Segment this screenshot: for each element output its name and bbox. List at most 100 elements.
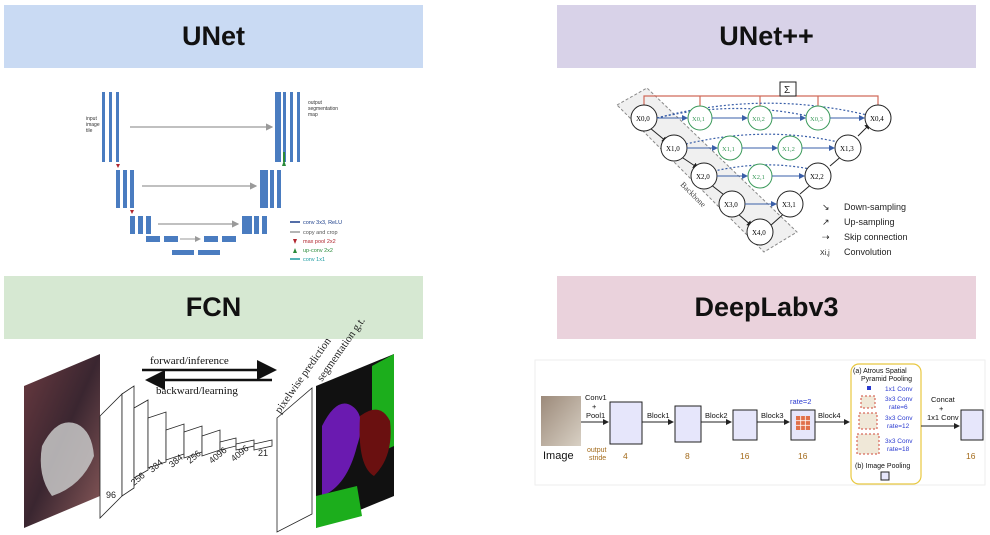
unet-block (260, 170, 268, 208)
deeplab-header: DeepLabv3 (557, 276, 976, 339)
svg-text:segmentation: segmentation (308, 106, 338, 112)
deeplab-aspp-rate6-icon (860, 395, 876, 409)
unetpp-legend: ↘ Down-sampling ↗ Up-sampling ⇢ Skip con… (820, 202, 908, 257)
deeplab-image-label: Image (543, 450, 574, 462)
svg-text:tile: tile (86, 128, 93, 134)
deeplab-aspp-1x1-icon (867, 386, 871, 390)
deeplab-aspp-item-3: 3x3 Conv (885, 415, 913, 422)
deeplab-diagram: Image Conv1 + Pool1 output stride 4 Bloc… (534, 359, 986, 486)
svg-text:⇢: ⇢ (822, 232, 830, 242)
svg-text:↘: ↘ (822, 202, 830, 212)
deeplab-output-stride-label: output (587, 447, 607, 454)
deeplab-rate-label: rate=2 (790, 397, 811, 406)
unetpp-node: X3,1 (776, 190, 804, 218)
deeplab-concat-plus: + (939, 404, 944, 413)
unetpp-forward-arrows (657, 115, 865, 207)
deeplab-pool1-label: Pool1 (586, 411, 605, 420)
unetpp-nested-node: X0,3 (805, 105, 831, 131)
svg-text:Xi,j: Xi,j (820, 250, 830, 257)
unetpp-node: X1,0 (660, 134, 688, 162)
unet-block (116, 92, 119, 162)
deeplab-image-pooling-icon (880, 471, 890, 481)
fcn-input-cat (40, 422, 94, 496)
svg-text:conv 1x1: conv 1x1 (303, 257, 325, 263)
deeplab-feature-box (732, 409, 758, 441)
unet-input-label: input image tile (86, 116, 100, 134)
svg-text:X0,4: X0,4 (870, 115, 884, 123)
svg-text:Up-sampling: Up-sampling (844, 217, 895, 227)
deeplab-image-pooling-label: (b) Image Pooling (855, 463, 910, 470)
fcn-header: FCN (4, 276, 423, 339)
svg-text:output: output (308, 100, 323, 106)
unet-block (277, 170, 281, 208)
unetpp-nested-node: X1,1 (717, 135, 743, 161)
svg-text:Down-sampling: Down-sampling (844, 202, 906, 212)
svg-text:map: map (308, 112, 318, 118)
deeplab-concat-label: Concat (931, 395, 956, 404)
unet-block (164, 236, 178, 242)
svg-text:↗: ↗ (822, 217, 830, 227)
fcn-groundtruth-cat (322, 403, 361, 496)
deeplab-aspp-item-3-rate: rate=12 (887, 423, 910, 430)
svg-text:X0,2: X0,2 (752, 116, 765, 123)
fcn-diagram: 96 256 384 384 256 4096 4096 21 forward/… (24, 315, 394, 533)
unet-diagram: input image tile output segmentation map (86, 92, 342, 263)
fcn-forward-label: forward/inference (150, 355, 229, 367)
svg-text:X2,2: X2,2 (810, 173, 824, 181)
unet-block (242, 216, 252, 234)
fcn-groundtruth-floor (316, 486, 362, 528)
fcn-groundtruth-object (359, 409, 391, 476)
unet-block (146, 236, 160, 242)
unet-block (254, 216, 259, 234)
unet-block (198, 250, 220, 255)
unetpp-node: X1,3 (834, 134, 862, 162)
deeplab-stride-16b: 16 (798, 451, 808, 461)
unet-header: UNet (4, 5, 423, 68)
deeplab-aspp-title: (a) Atrous Spatial (853, 368, 907, 375)
svg-text:Convolution: Convolution (844, 247, 892, 257)
svg-text:X1,3: X1,3 (840, 145, 854, 153)
unet-block (204, 236, 218, 242)
unetpp-node: X4,0 (746, 218, 774, 246)
svg-text:X2,1: X2,1 (752, 174, 765, 181)
unet-block (222, 236, 236, 242)
svg-text:X4,0: X4,0 (752, 229, 766, 237)
unet-block (270, 170, 274, 208)
unet-output-label: output segmentation map (308, 100, 338, 118)
svg-text:X1,2: X1,2 (782, 146, 795, 153)
unet-block (109, 92, 112, 162)
svg-text:96: 96 (106, 490, 116, 500)
unet-block (262, 216, 267, 234)
svg-text:X3,0: X3,0 (724, 201, 738, 209)
unetpp-nested-node: X1,2 (777, 135, 803, 161)
deeplab-feature-box (674, 405, 702, 443)
unet-upconv-shaft (283, 152, 285, 162)
deeplab-aspp-item-1: 1x1 Conv (885, 386, 913, 393)
unetpp-sum-connectors (643, 95, 879, 110)
deeplab-concat-conv: 1x1 Conv (927, 413, 959, 422)
unetpp-node: X3,0 (718, 190, 746, 218)
unet-block (116, 170, 120, 208)
svg-text:image: image (86, 122, 100, 128)
unet-block (146, 216, 151, 234)
unetpp-node: X2,0 (690, 162, 718, 190)
deeplab-conv1-plus: + (592, 402, 597, 411)
unet-block (290, 92, 293, 162)
deeplab-output-stride-label-2: stride (589, 455, 606, 462)
deeplab-title: DeepLabv3 (694, 292, 839, 322)
svg-text:X2,0: X2,0 (696, 173, 710, 181)
fcn-backward-label: backward/learning (156, 385, 238, 397)
svg-text:X1,1: X1,1 (722, 146, 735, 153)
deeplab-stride-16c: 16 (966, 451, 976, 461)
unet-block (130, 216, 135, 234)
deeplab-conv1-label: Conv1 (585, 393, 607, 402)
fcn-title: FCN (185, 292, 242, 322)
svg-text:X1,0: X1,0 (666, 145, 680, 153)
unetpp-sum-symbol: Σ (784, 85, 790, 96)
unet-block (283, 92, 286, 162)
unetpp-node: X0,4 (864, 104, 892, 132)
svg-text:X0,1: X0,1 (692, 116, 705, 123)
unet-block (138, 216, 143, 234)
unet-pool-arrow (116, 164, 120, 168)
svg-text:Skip connection: Skip connection (844, 232, 908, 242)
